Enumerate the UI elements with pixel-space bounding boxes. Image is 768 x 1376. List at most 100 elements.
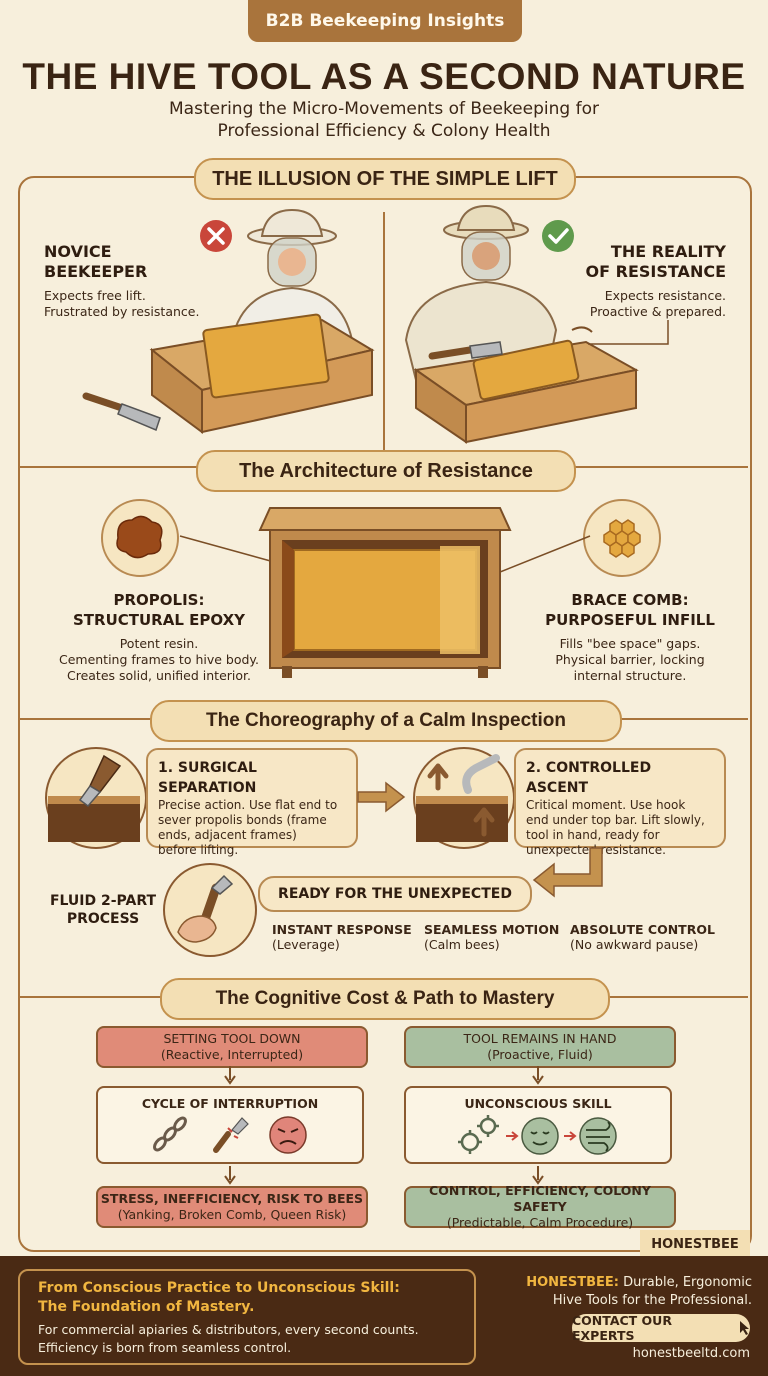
seamless-motion: SEAMLESS MOTION (Calm bees) xyxy=(424,922,564,953)
step2-line3: tool in hand, ready for xyxy=(526,828,660,842)
footer-url[interactable]: honestbeeltd.com xyxy=(632,1346,750,1361)
propolis-icon xyxy=(101,499,179,577)
reality-illustration xyxy=(404,204,669,444)
footer-message-box: From Conscious Practice to Unconscious S… xyxy=(18,1269,476,1365)
ready-title: READY FOR THE UNEXPECTED xyxy=(278,886,512,902)
ready-banner: READY FOR THE UNEXPECTED xyxy=(258,876,532,912)
propolis-title-1: PROPOLIS: xyxy=(113,591,205,609)
contact-experts-button[interactable]: CONTACT OUR EXPERTS xyxy=(572,1313,750,1343)
reality-title-1: THE REALITY xyxy=(610,242,726,261)
step2-line1: Critical moment. Use hook xyxy=(526,798,686,812)
contact-experts-label: CONTACT OUR EXPERTS xyxy=(572,1313,672,1343)
interruption-icons xyxy=(153,1116,307,1154)
separation-icon xyxy=(45,747,147,849)
x-icon xyxy=(200,220,232,252)
footer-body-2: Efficiency is born from seamless control… xyxy=(38,1340,292,1355)
left-bot-title: STRESS, INEFFICIENCY, RISK TO BEES xyxy=(100,1191,364,1206)
left-bot-sub: (Yanking, Broken Comb, Queen Risk) xyxy=(117,1207,347,1222)
wind-icon xyxy=(579,1117,617,1155)
absolute-title: ABSOLUTE CONTROL xyxy=(570,922,715,937)
absolute-control: ABSOLUTE CONTROL (No awkward pause) xyxy=(570,922,720,953)
box-tool-remains: TOOL REMAINS IN HAND (Proactive, Fluid) xyxy=(404,1026,676,1068)
left-top-sub: (Reactive, Interrupted) xyxy=(160,1047,304,1062)
section-title-choreography: The Choreography of a Calm Inspection xyxy=(150,700,622,742)
subtitle-line-2: Professional Efficiency & Colony Health xyxy=(217,121,551,141)
step1-line1: Precise action. Use flat end to xyxy=(158,798,338,812)
footer-brand-name: HONESTBEE: xyxy=(526,1275,620,1290)
section-title-illusion: THE ILLUSION OF THE SIMPLE LIFT xyxy=(194,158,576,200)
novice-title-2: BEEKEEPER xyxy=(44,262,148,281)
footer-brand-line2: Hive Tools for the Professional. xyxy=(552,1293,752,1308)
reality-desc-1: Expects resistance. xyxy=(604,288,726,303)
footer-headline-1: From Conscious Practice to Unconscious S… xyxy=(38,1280,400,1296)
right-mid-title: UNCONSCIOUS SKILL xyxy=(464,1096,612,1111)
novice-desc-2: Frustrated by resistance. xyxy=(44,304,200,319)
footer-brand: HONESTBEE: Durable, Ergonomic Hive Tools… xyxy=(488,1274,752,1310)
angry-face-icon xyxy=(269,1116,307,1154)
broken-tool-icon xyxy=(213,1117,249,1153)
step1-line2: sever propolis bonds (frame xyxy=(158,813,327,827)
step1-line4: before lifting. xyxy=(158,843,239,857)
brace-comb-icon xyxy=(583,499,661,577)
instant-title: INSTANT RESPONSE xyxy=(272,922,412,937)
chain-icon xyxy=(153,1116,187,1152)
absolute-sub: (No awkward pause) xyxy=(570,937,699,952)
novice-block: NOVICE BEEKEEPER Expects free lift. Frus… xyxy=(44,242,204,320)
page-subtitle: Mastering the Micro-Movements of Beekeep… xyxy=(60,98,708,142)
right-bot-sub: (Predictable, Calm Procedure) xyxy=(446,1215,634,1230)
right-top-title: TOOL REMAINS IN HAND xyxy=(463,1031,617,1046)
step-surgical-separation: 1. SURGICAL SEPARATION Precise action. U… xyxy=(146,748,358,857)
step2-title: 2. CONTROLLED ASCENT xyxy=(526,760,652,796)
step-controlled-ascent: 2. CONTROLLED ASCENT Critical moment. Us… xyxy=(514,748,726,857)
calm-face-icon xyxy=(521,1117,559,1155)
footer-headline-2: The Foundation of Mastery. xyxy=(38,1299,255,1315)
check-icon xyxy=(542,220,574,252)
brace-title-1: BRACE COMB: xyxy=(571,591,689,609)
skill-icons xyxy=(458,1115,617,1155)
step1-line3: ends, adjacent frames) xyxy=(158,828,297,842)
arrow-down-icon xyxy=(224,1066,236,1085)
page-title: THE HIVE TOOL AS A SECOND NATURE xyxy=(22,56,746,97)
propolis-desc-3: Creates solid, unified interior. xyxy=(66,668,251,683)
footer-brand-rest: Durable, Ergonomic xyxy=(619,1275,752,1290)
novice-desc-1: Expects free lift. xyxy=(44,288,146,303)
footer-body-1: For commercial apiaries & distributors, … xyxy=(38,1322,419,1337)
section-title-architecture: The Architecture of Resistance xyxy=(196,450,576,492)
hive-cross-section xyxy=(179,507,591,678)
novice-illustration xyxy=(82,208,375,434)
arrow-down-left-icon xyxy=(532,847,603,898)
step1-title: 1. SURGICAL SEPARATION xyxy=(158,760,257,796)
brace-desc-2: Physical barrier, locking xyxy=(555,652,705,667)
arrow-down-icon-3 xyxy=(532,1066,544,1085)
subtitle-line-1: Mastering the Micro-Movements of Beekeep… xyxy=(169,99,599,119)
brace-comb-block: BRACE COMB: PURPOSEFUL INFILL Fills "bee… xyxy=(520,590,740,684)
fluid-line-2: PROCESS xyxy=(66,911,140,927)
arrow-down-icon-4 xyxy=(532,1166,544,1185)
propolis-block: PROPOLIS: STRUCTURAL EPOXY Potent resin.… xyxy=(44,590,274,684)
step2-line2: end under top bar. Lift slowly, xyxy=(526,813,705,827)
section-title-cognitive: The Cognitive Cost & Path to Mastery xyxy=(160,978,610,1020)
cursor-icon xyxy=(739,1321,749,1335)
left-mid-title: CYCLE OF INTERRUPTION xyxy=(141,1096,319,1111)
gears-icon xyxy=(458,1115,499,1154)
brand-tab: HONESTBEE xyxy=(640,1230,750,1258)
seamless-sub: (Calm bees) xyxy=(424,937,500,952)
right-bot-title: CONTROL, EFFICIENCY, COLONY SAFETY xyxy=(429,1183,651,1214)
hive-tool-icon xyxy=(163,863,257,957)
instant-sub: (Leverage) xyxy=(272,937,340,952)
reality-desc-2: Proactive & prepared. xyxy=(589,304,726,319)
brace-title-2: PURPOSEFUL INFILL xyxy=(545,611,715,629)
propolis-title-2: STRUCTURAL EPOXY xyxy=(72,611,245,629)
box-setting-tool-down: SETTING TOOL DOWN (Reactive, Interrupted… xyxy=(96,1026,368,1068)
instant-response: INSTANT RESPONSE (Leverage) xyxy=(272,922,412,953)
fluid-line-1: FLUID 2-PART xyxy=(49,893,157,909)
right-top-sub: (Proactive, Fluid) xyxy=(487,1047,593,1062)
seamless-title: SEAMLESS MOTION xyxy=(424,922,560,937)
arrow-right-icon xyxy=(357,781,406,813)
propolis-desc-1: Potent resin. xyxy=(119,636,199,651)
fluid-process-label: FLUID 2-PART PROCESS xyxy=(48,892,158,928)
brace-desc-3: internal structure. xyxy=(573,668,687,683)
box-control-efficiency: CONTROL, EFFICIENCY, COLONY SAFETY (Pred… xyxy=(404,1183,676,1230)
reality-block: THE REALITY OF RESISTANCE Expects resist… xyxy=(560,242,726,320)
brace-desc-1: Fills "bee space" gaps. xyxy=(559,636,701,651)
